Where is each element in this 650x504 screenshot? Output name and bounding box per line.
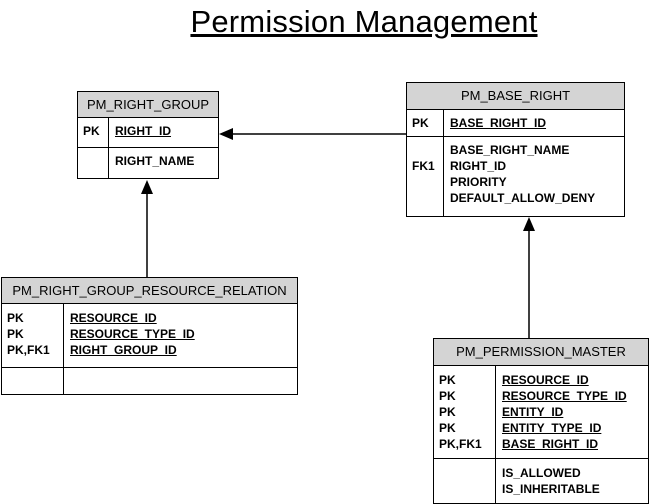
attr-field: PRIORITY <box>450 175 507 189</box>
entity-header: PM_PERMISSION_MASTER <box>434 339 648 366</box>
entity-header: PM_RIGHT_GROUP_RESOURCE_RELATION <box>2 278 297 304</box>
key-label: PK <box>7 327 24 341</box>
attr-field: DEFAULT_ALLOW_DENY <box>450 191 596 205</box>
pk-field: RESOURCE_TYPE_ID <box>70 327 195 341</box>
entity-pm-permission-master: PM_PERMISSION_MASTER PK PK PK PK PK,FK1 … <box>433 338 649 504</box>
key-label-empty <box>78 148 109 178</box>
key-label: PK,FK1 <box>7 343 50 357</box>
key-label: PK <box>439 421 456 435</box>
attr-field: RIGHT_NAME <box>115 154 195 168</box>
attr-field: BASE_RIGHT_NAME <box>450 143 570 157</box>
entity-header: PM_BASE_RIGHT <box>407 83 624 110</box>
entity-pm-base-right: PM_BASE_RIGHT PK BASE_RIGHT_ID FK1 BASE_… <box>406 82 625 217</box>
pk-field: RIGHT_ID <box>115 124 172 138</box>
entity-pm-right-group-resource-relation: PM_RIGHT_GROUP_RESOURCE_RELATION PK PK P… <box>1 277 298 395</box>
pk-field: BASE_RIGHT_ID <box>450 116 547 130</box>
arrowhead-right-group-bottom <box>141 180 153 194</box>
diagram-title: Permission Management <box>190 4 538 39</box>
pk-field: BASE_RIGHT_ID <box>502 437 599 451</box>
pk-field: RIGHT_GROUP_ID <box>70 343 177 357</box>
key-label: PK <box>407 110 444 136</box>
attr-area-empty <box>64 368 297 394</box>
key-label: FK1 <box>407 137 444 216</box>
key-label: PK,FK1 <box>439 437 482 451</box>
key-label: PK <box>439 389 456 403</box>
pk-field: ENTITY_TYPE_ID <box>502 421 602 435</box>
key-label: PK <box>7 311 24 325</box>
pk-field: RESOURCE_ID <box>502 373 589 387</box>
entity-pm-right-group: PM_RIGHT_GROUP PK RIGHT_ID RIGHT_NAME <box>77 91 219 179</box>
key-label: PK <box>78 118 109 147</box>
entity-header: PM_RIGHT_GROUP <box>78 92 218 118</box>
arrowhead-right-group <box>219 128 233 140</box>
arrowhead-base-right <box>523 217 535 231</box>
key-label: PK <box>439 373 456 387</box>
key-label-empty <box>2 368 64 394</box>
pk-field: ENTITY_ID <box>502 405 564 419</box>
key-label-empty <box>434 459 496 503</box>
key-label: PK <box>439 405 456 419</box>
pk-field: RESOURCE_TYPE_ID <box>502 389 627 403</box>
attr-field: RIGHT_ID <box>450 159 507 173</box>
attr-field: IS_INHERITABLE <box>502 482 600 496</box>
attr-field: IS_ALLOWED <box>502 466 581 480</box>
pk-field: RESOURCE_ID <box>70 311 157 325</box>
